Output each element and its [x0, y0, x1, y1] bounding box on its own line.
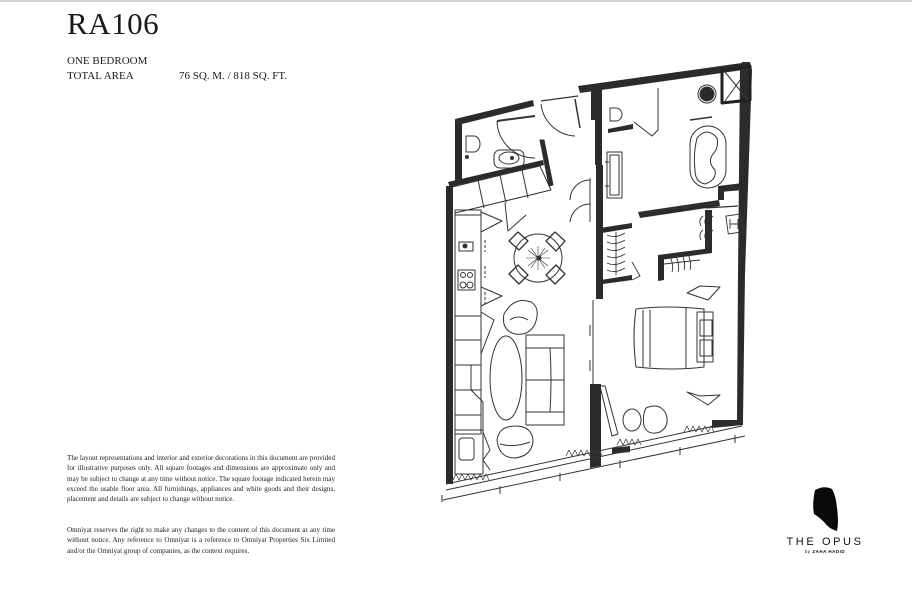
balcony — [441, 419, 746, 502]
total-area-label: TOTAL AREA — [67, 70, 134, 82]
brand-name: THE OPUS — [786, 536, 864, 548]
disclaimer-paragraph-2: Omniyat reserves the right to make any c… — [67, 526, 335, 555]
brand-architect-name: ZAHA HADID — [812, 549, 846, 554]
master-bath — [649, 84, 739, 215]
unit-details: ONE BEDROOM TOTAL AREA 76 SQ. M. / 818 S… — [67, 54, 287, 84]
unit-type-row: ONE BEDROOM — [67, 54, 287, 69]
disclaimer-paragraph-1: The layout representations and interior … — [67, 454, 335, 504]
kitchen — [454, 209, 503, 475]
powder-room — [465, 95, 581, 187]
brand-logo: THE OPUS by ZAHA HADID — [780, 486, 870, 554]
exterior-walls — [446, 62, 752, 484]
total-area-value: 76 SQ. M. / 818 SQ. FT. — [179, 70, 287, 82]
total-area-row: TOTAL AREA 76 SQ. M. / 818 SQ. FT. — [67, 69, 287, 84]
brand-architect: by ZAHA HADID — [780, 549, 870, 554]
brand-by: by — [804, 549, 811, 554]
floor-plan-drawing — [441, 62, 752, 502]
bathroom-wc — [605, 88, 659, 199]
entry-storage — [452, 165, 591, 232]
unit-title: RA106 — [67, 6, 160, 41]
living-area — [489, 300, 594, 459]
top-border — [0, 0, 912, 2]
bedroom — [599, 285, 721, 437]
wardrobe-hangers — [606, 212, 744, 281]
dining-set — [508, 231, 566, 285]
unit-type: ONE BEDROOM — [67, 55, 148, 67]
opus-cube-icon — [813, 487, 838, 531]
